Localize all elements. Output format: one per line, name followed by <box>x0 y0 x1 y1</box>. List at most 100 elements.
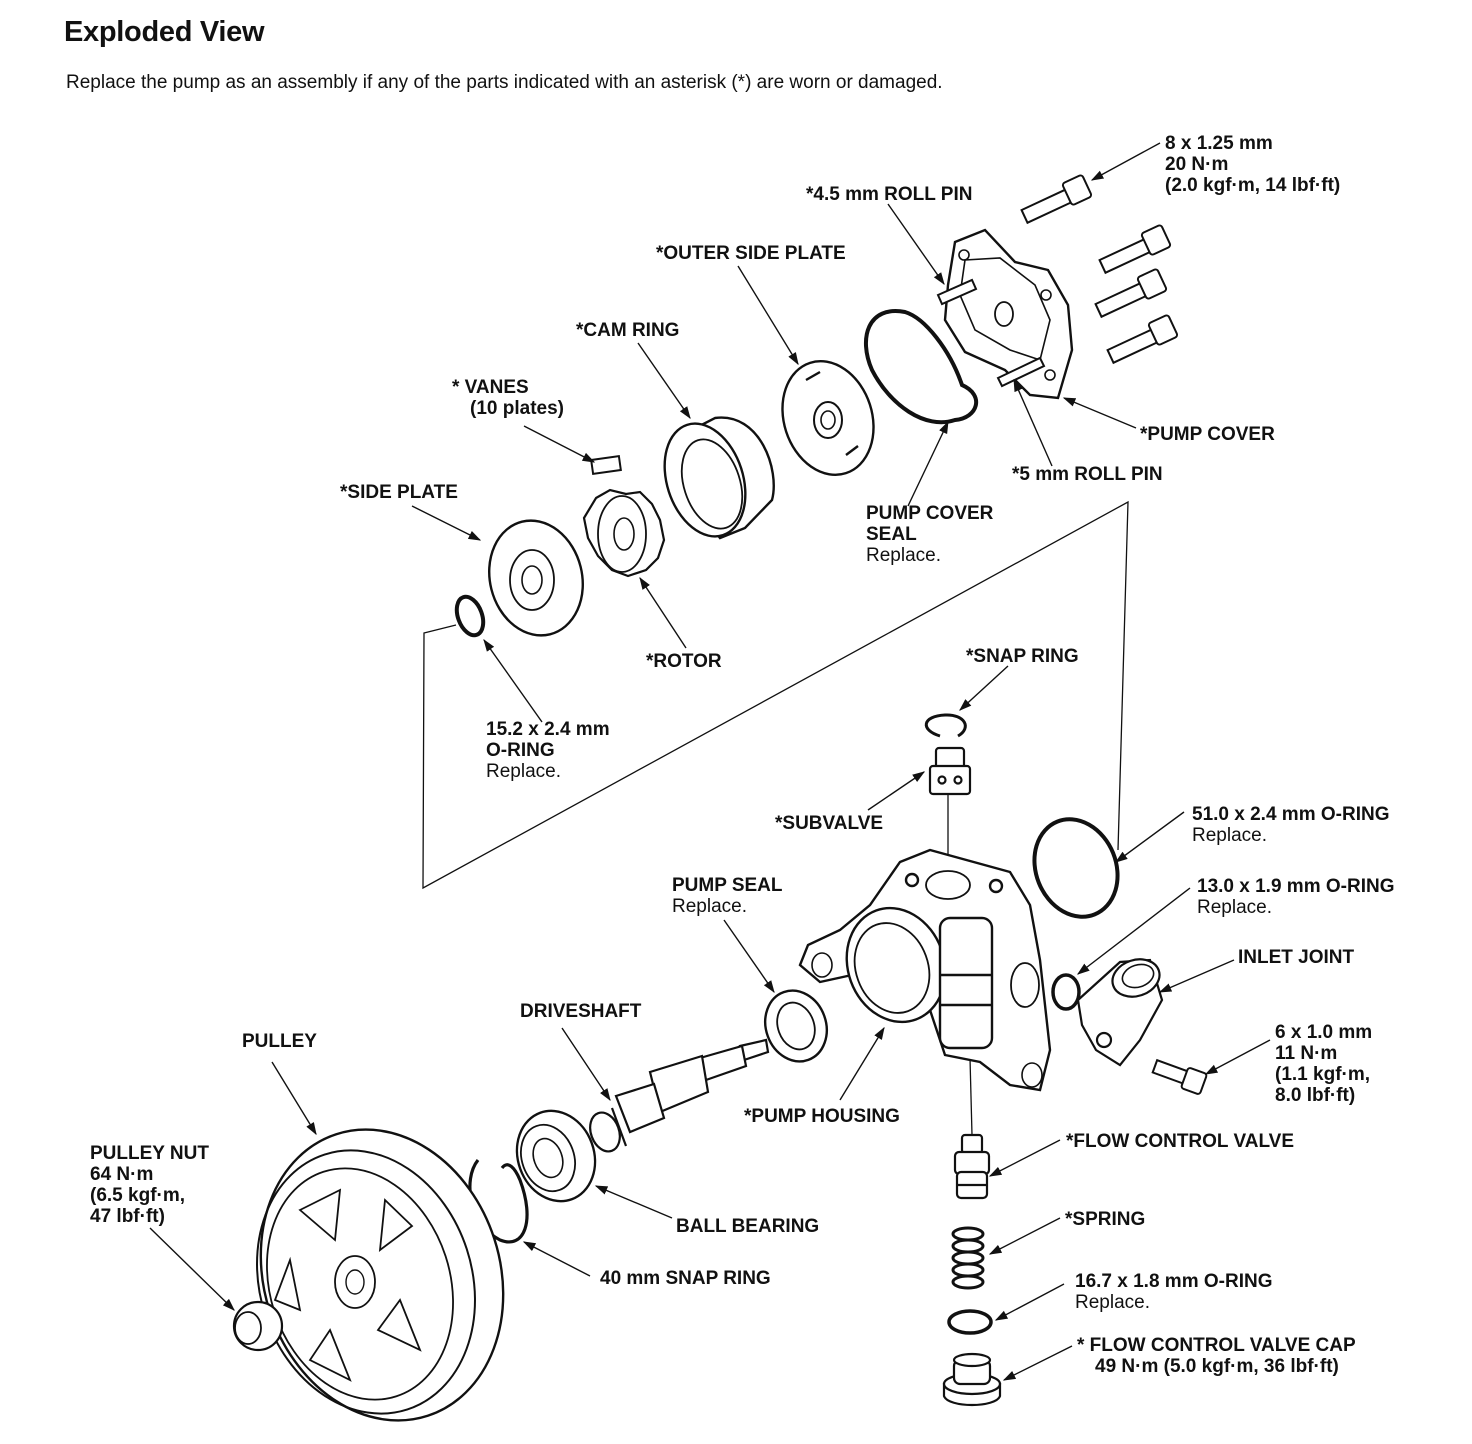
label-rotor-text: *ROTOR <box>646 651 722 672</box>
label-vanes-count: (10 plates) <box>470 398 564 419</box>
label-pulley: PULLEY <box>242 1031 317 1052</box>
label-pump-housing: *PUMP HOUSING <box>744 1106 900 1127</box>
label-driveshaft-text: DRIVESHAFT <box>520 1001 642 1022</box>
label-snap-ring-40mm: 40 mm SNAP RING <box>600 1268 771 1289</box>
intro-text: Replace the pump as an assembly if any o… <box>66 72 943 93</box>
label-oring-13-0: 13.0 x 1.9 mm O-RING Replace. <box>1197 876 1394 918</box>
label-oring-15-2-size: 15.2 x 2.4 mm <box>486 719 610 740</box>
label-cam-ring-text: *CAM RING <box>576 320 680 341</box>
vane <box>590 454 622 476</box>
flow-control-valve <box>953 1133 991 1200</box>
label-pulley-nut: PULLEY NUT 64 N·m (6.5 kgf·m, 47 lbf·ft) <box>90 1143 209 1227</box>
label-pulley-nut-torque-kgf: (6.5 kgf·m, <box>90 1185 186 1206</box>
label-pump-seal: PUMP SEAL Replace. <box>672 875 783 917</box>
label-snap-ring-text: *SNAP RING <box>966 646 1079 667</box>
pump-cover <box>943 228 1074 400</box>
label-roll-pin-4-5: *4.5 mm ROLL PIN <box>806 184 972 205</box>
label-oring-16-7: 16.7 x 1.8 mm O-RING Replace. <box>1075 1271 1272 1313</box>
label-pulley-text: PULLEY <box>242 1031 317 1052</box>
label-snap-ring-40mm-text: 40 mm SNAP RING <box>600 1268 771 1289</box>
label-driveshaft: DRIVESHAFT <box>520 1001 641 1022</box>
oring-51-0 <box>1032 817 1120 919</box>
label-vanes-text: * VANES <box>452 377 529 398</box>
label-inlet-bolt-torque-lbf: 8.0 lbf·ft) <box>1275 1085 1356 1106</box>
label-pump-seal-text: PUMP SEAL <box>672 875 783 896</box>
label-subvalve: *SUBVALVE <box>775 813 883 834</box>
label-spring-text: *SPRING <box>1065 1209 1146 1230</box>
label-flow-control-valve-cap-text: * FLOW CONTROL VALVE CAP <box>1077 1335 1356 1356</box>
label-outer-side-plate-text: *OUTER SIDE PLATE <box>656 243 846 264</box>
label-pulley-nut-text: PULLEY NUT <box>90 1143 209 1164</box>
assembly-guide-lines <box>422 500 1129 1136</box>
rotor <box>582 488 666 578</box>
label-flow-control-valve: *FLOW CONTROL VALVE <box>1066 1131 1294 1152</box>
label-pump-cover-seal-line2: SEAL <box>866 524 917 545</box>
label-inlet-bolt-torque: 11 N·m <box>1275 1043 1338 1064</box>
label-side-plate-text: *SIDE PLATE <box>340 482 458 503</box>
label-pump-seal-note: Replace. <box>672 896 747 917</box>
page-title: Exploded View <box>64 16 265 48</box>
label-oring-51-0-note: Replace. <box>1192 825 1267 846</box>
subvalve <box>928 746 972 796</box>
label-oring-51-0-text: 51.0 x 2.4 mm O-RING <box>1192 804 1390 825</box>
label-cam-ring: *CAM RING <box>576 320 679 341</box>
label-oring-13-0-text: 13.0 x 1.9 mm O-RING <box>1197 876 1395 897</box>
cam-ring <box>663 416 775 540</box>
label-cover-bolt-torque-alt: (2.0 kgf·m, 14 lbf·ft) <box>1165 175 1341 196</box>
label-flow-control-valve-cap: * FLOW CONTROL VALVE CAP 49 N·m (5.0 kgf… <box>1077 1335 1356 1377</box>
ball-bearing <box>515 1109 597 1203</box>
label-pump-cover: *PUMP COVER <box>1140 424 1275 445</box>
label-pump-cover-seal-line1: PUMP COVER <box>866 503 994 524</box>
label-vanes: * VANES (10 plates) <box>452 377 564 419</box>
snap-ring <box>924 713 967 738</box>
label-pump-housing-text: *PUMP HOUSING <box>744 1106 900 1127</box>
label-oring-15-2: 15.2 x 2.4 mm O-RING Replace. <box>486 719 610 782</box>
side-plate <box>488 519 584 637</box>
label-oring-15-2-note: Replace. <box>486 761 561 782</box>
label-inlet-bolt-size: 6 x 1.0 mm <box>1275 1022 1373 1043</box>
oring-13-0 <box>1051 973 1081 1011</box>
roll-pins <box>936 278 1046 388</box>
label-roll-pin-4-5-text: *4.5 mm ROLL PIN <box>806 184 973 205</box>
label-cover-bolt: 8 x 1.25 mm 20 N·m (2.0 kgf·m, 14 lbf·ft… <box>1165 133 1340 196</box>
label-inlet-bolt: 6 x 1.0 mm 11 N·m (1.1 kgf·m, 8.0 lbf·ft… <box>1275 1022 1372 1106</box>
label-inlet-joint-text: INLET JOINT <box>1238 947 1355 968</box>
label-pulley-nut-torque-lbf: 47 lbf·ft) <box>90 1206 165 1227</box>
label-oring-51-0: 51.0 x 2.4 mm O-RING Replace. <box>1192 804 1389 846</box>
label-rotor: *ROTOR <box>646 651 722 672</box>
label-ball-bearing-text: BALL BEARING <box>676 1216 820 1237</box>
label-flow-control-valve-text: *FLOW CONTROL VALVE <box>1066 1131 1294 1152</box>
label-inlet-joint: INLET JOINT <box>1238 947 1354 968</box>
flow-control-valve-cap <box>942 1352 1002 1406</box>
cover-bolts <box>1020 174 1179 365</box>
pump-seal <box>764 989 828 1063</box>
label-snap-ring: *SNAP RING <box>966 646 1079 667</box>
outer-side-plate <box>781 359 875 477</box>
label-roll-pin-5-text: *5 mm ROLL PIN <box>1012 464 1163 485</box>
label-cover-bolt-torque: 20 N·m <box>1165 154 1229 175</box>
label-oring-13-0-note: Replace. <box>1197 897 1272 918</box>
label-oring-16-7-text: 16.7 x 1.8 mm O-RING <box>1075 1271 1273 1292</box>
driveshaft <box>589 1038 770 1153</box>
label-side-plate: *SIDE PLATE <box>340 482 458 503</box>
inlet-joint <box>1076 958 1164 1067</box>
pump-cover-seal <box>863 309 979 425</box>
label-outer-side-plate: *OUTER SIDE PLATE <box>656 243 846 264</box>
label-flow-control-valve-cap-torque: 49 N·m (5.0 kgf·m, 36 lbf·ft) <box>1095 1356 1339 1377</box>
label-cover-bolt-size: 8 x 1.25 mm <box>1165 133 1273 154</box>
label-inlet-bolt-torque-kgf: (1.1 kgf·m, <box>1275 1064 1371 1085</box>
label-pulley-nut-torque: 64 N·m <box>90 1164 154 1185</box>
label-pump-cover-seal: PUMP COVER SEAL Replace. <box>866 503 993 566</box>
oring-15-2 <box>454 594 486 638</box>
leader-lines <box>149 142 1271 1381</box>
pulley-nut <box>232 1300 284 1352</box>
label-pump-cover-seal-note: Replace. <box>866 545 941 566</box>
pulley <box>256 1128 505 1422</box>
label-spring: *SPRING <box>1065 1209 1145 1230</box>
label-oring-16-7-note: Replace. <box>1075 1292 1150 1313</box>
oring-16-7 <box>947 1309 993 1335</box>
inlet-bolt <box>1151 1058 1208 1095</box>
spring <box>951 1226 985 1290</box>
label-pump-cover-text: *PUMP COVER <box>1140 424 1275 445</box>
